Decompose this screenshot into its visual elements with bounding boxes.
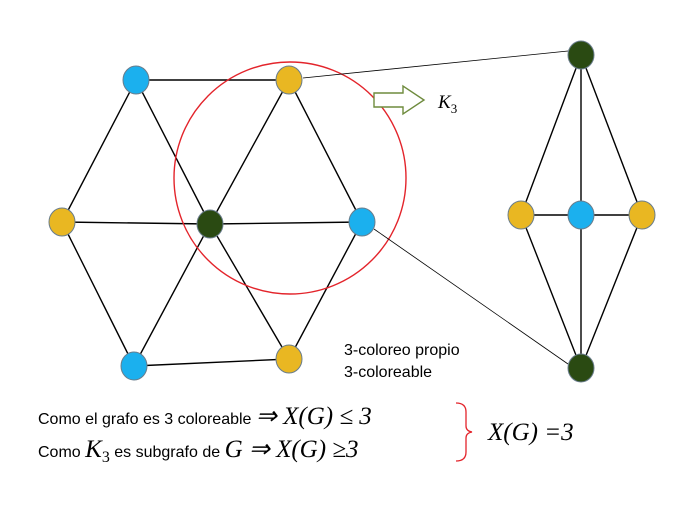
edge [61, 79, 137, 223]
edge [580, 54, 643, 216]
edge [288, 79, 363, 223]
connector-line [373, 228, 569, 365]
note-proper-coloring: 3-coloreo propio [344, 342, 460, 359]
statement-line-1: Como el grafo es 3 coloreable ⇒ X(G) ≤ 3 [38, 403, 372, 430]
edge [135, 79, 211, 225]
wheel-vertices [48, 65, 376, 381]
vertex-top-green [567, 40, 595, 70]
edge [580, 214, 643, 369]
vertex-yellow [275, 65, 303, 95]
vertex-center-blue [567, 200, 595, 230]
edge [209, 223, 290, 360]
wheel-graph [48, 61, 407, 381]
diamond-graph [507, 40, 656, 383]
vertex-blue [348, 207, 376, 237]
note-three-colorable: 3-coloreable [344, 364, 432, 381]
edge [61, 221, 211, 225]
k3-highlight-circle [173, 61, 407, 295]
vertex-bottom-green [567, 353, 595, 383]
statement-line-2: Como K3 es subgrafo de G ⇒ X(G) ≥3 [38, 436, 359, 466]
connector-line [302, 50, 569, 79]
edge [520, 54, 582, 216]
edge [209, 79, 290, 225]
edge [133, 358, 290, 367]
diamond-vertices [507, 40, 656, 383]
edge [520, 214, 582, 369]
vertex-yellow [628, 200, 656, 230]
edge [288, 221, 363, 360]
edge [133, 223, 211, 367]
k3-label: K3 [437, 92, 457, 116]
edge [209, 221, 363, 225]
edge [61, 221, 135, 367]
vertex-yellow [507, 200, 535, 230]
vertex-blue [122, 65, 150, 95]
vertex-center-green [196, 209, 224, 239]
vertex-blue [120, 351, 148, 381]
vertex-yellow [48, 207, 76, 237]
conclusion: X(G) =3 [487, 419, 574, 446]
arrow-icon [373, 84, 426, 116]
vertex-yellow [275, 344, 303, 374]
brace-icon [455, 402, 473, 462]
